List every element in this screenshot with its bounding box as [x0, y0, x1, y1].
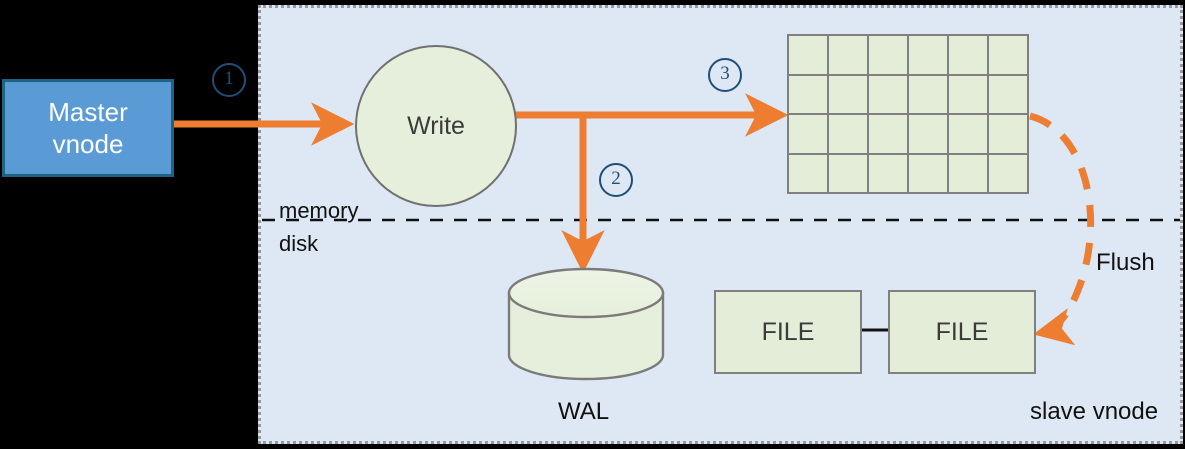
memtable-cell [829, 36, 867, 74]
memtable-cell [949, 115, 987, 153]
memtable-cell [949, 75, 987, 113]
memtable-cell [789, 115, 827, 153]
memtable-cell [789, 75, 827, 113]
memtable-cell [909, 36, 947, 74]
file-box-2-label: FILE [935, 317, 989, 346]
file-box-1[interactable]: FILE [714, 290, 862, 374]
memtable-cell [869, 36, 907, 74]
slave-vnode-label: slave vnode [1030, 398, 1159, 425]
memtable-cell [829, 75, 867, 113]
disk-label: disk [279, 231, 319, 256]
memtable-cell [869, 75, 907, 113]
memtable-cell [789, 154, 827, 192]
memtable-cell [869, 154, 907, 192]
memtable-cell [829, 115, 867, 153]
step-number-3-value: 3 [720, 63, 730, 84]
memory-label: memory [279, 198, 359, 223]
step-number-3: 3 [708, 58, 742, 92]
master-vnode-label-line2: vnode [52, 129, 124, 159]
write-node-label: Write [407, 111, 465, 140]
wal-label: WAL [558, 398, 610, 425]
step-number-2: 2 [599, 163, 633, 197]
memtable-cell [949, 154, 987, 192]
file-box-2[interactable]: FILE [888, 290, 1036, 374]
memtable-cell [989, 75, 1027, 113]
master-vnode-label-line1: Master [48, 96, 128, 127]
step-number-1: 1 [212, 63, 246, 97]
memtable-cell [909, 75, 947, 113]
memtable-cell [909, 154, 947, 192]
write-node[interactable]: Write [355, 45, 517, 207]
memtable-cell [869, 115, 907, 153]
flush-arrow [1028, 112, 1095, 346]
memtable-grid[interactable] [787, 34, 1029, 194]
memtable-cell [909, 115, 947, 153]
memtable-cell [789, 36, 827, 74]
master-vnode-box[interactable]: Master vnode [2, 79, 174, 177]
step-number-1-value: 1 [224, 68, 234, 89]
memtable-cell [989, 115, 1027, 153]
wal-cylinder [507, 267, 665, 381]
memtable-cell [829, 154, 867, 192]
flush-label: Flush [1096, 249, 1155, 276]
file-box-1-label: FILE [761, 317, 815, 346]
memtable-cell [989, 36, 1027, 74]
memtable-cell [949, 36, 987, 74]
step-number-2-value: 2 [611, 168, 621, 189]
memtable-cell [989, 154, 1027, 192]
